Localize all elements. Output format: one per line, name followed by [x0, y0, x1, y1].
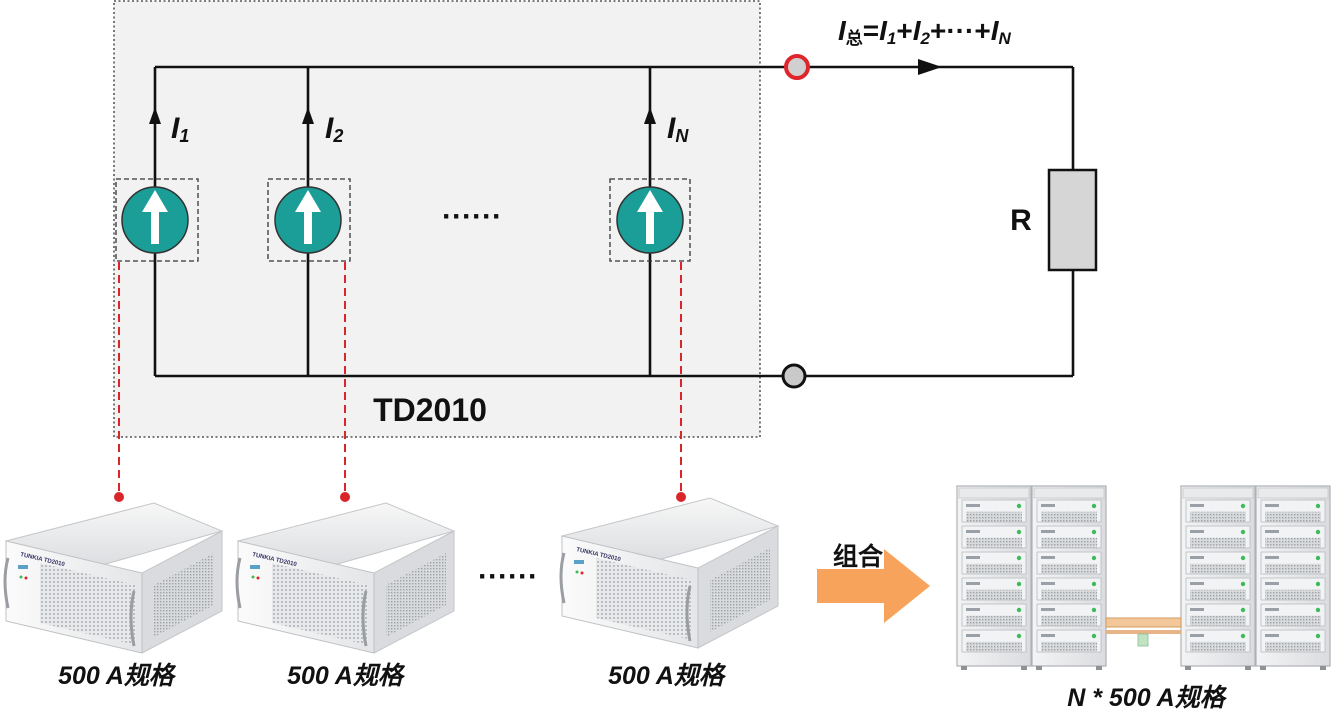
load-resistor — [1047, 168, 1098, 272]
current-label-1: I1 — [171, 112, 189, 146]
mapping-lines — [118, 262, 682, 496]
output-terminal-positive — [784, 54, 810, 80]
total-current-formula: I总=I1+I2+···+IN — [838, 15, 1011, 48]
rack-cabinet-3 — [1180, 485, 1256, 670]
rack-cabinet-4 — [1255, 485, 1331, 670]
rack-spec-label: N * 500 A规格 — [1067, 684, 1227, 712]
current-source-1 — [115, 178, 199, 262]
resistor-label: R — [1010, 204, 1032, 237]
current-source-n — [609, 178, 691, 262]
unit-spec-label-2: 500 A规格 — [287, 662, 406, 690]
units-ellipsis: ······ — [478, 560, 538, 593]
rack-busbar — [1105, 617, 1182, 647]
current-source-2 — [267, 178, 351, 262]
branch-current-arrows — [149, 59, 942, 124]
output-terminal-negative — [781, 363, 807, 389]
combine-arrow — [817, 549, 930, 623]
current-label-2: I2 — [325, 112, 343, 146]
current-label-n: IN — [667, 112, 689, 146]
combine-label: 组合 — [833, 542, 884, 571]
instrument-unit-2: TUNKIA TD2010 — [235, 502, 456, 654]
rack-system — [956, 485, 1331, 670]
unit-spec-label-3: 500 A规格 — [608, 662, 727, 690]
rack-cabinet-1 — [956, 485, 1032, 670]
device-label: TD2010 — [373, 392, 487, 428]
sources-ellipsis: ······ — [442, 200, 502, 233]
unit-spec-label-1: 500 A规格 — [58, 662, 177, 690]
instrument-unit-3: TUNKIA TD2010 — [559, 497, 780, 649]
rack-cabinet-2 — [1031, 485, 1107, 670]
mapping-dots — [114, 492, 686, 502]
instrument-unit-1: TUNKIA TD2010 — [3, 502, 224, 654]
